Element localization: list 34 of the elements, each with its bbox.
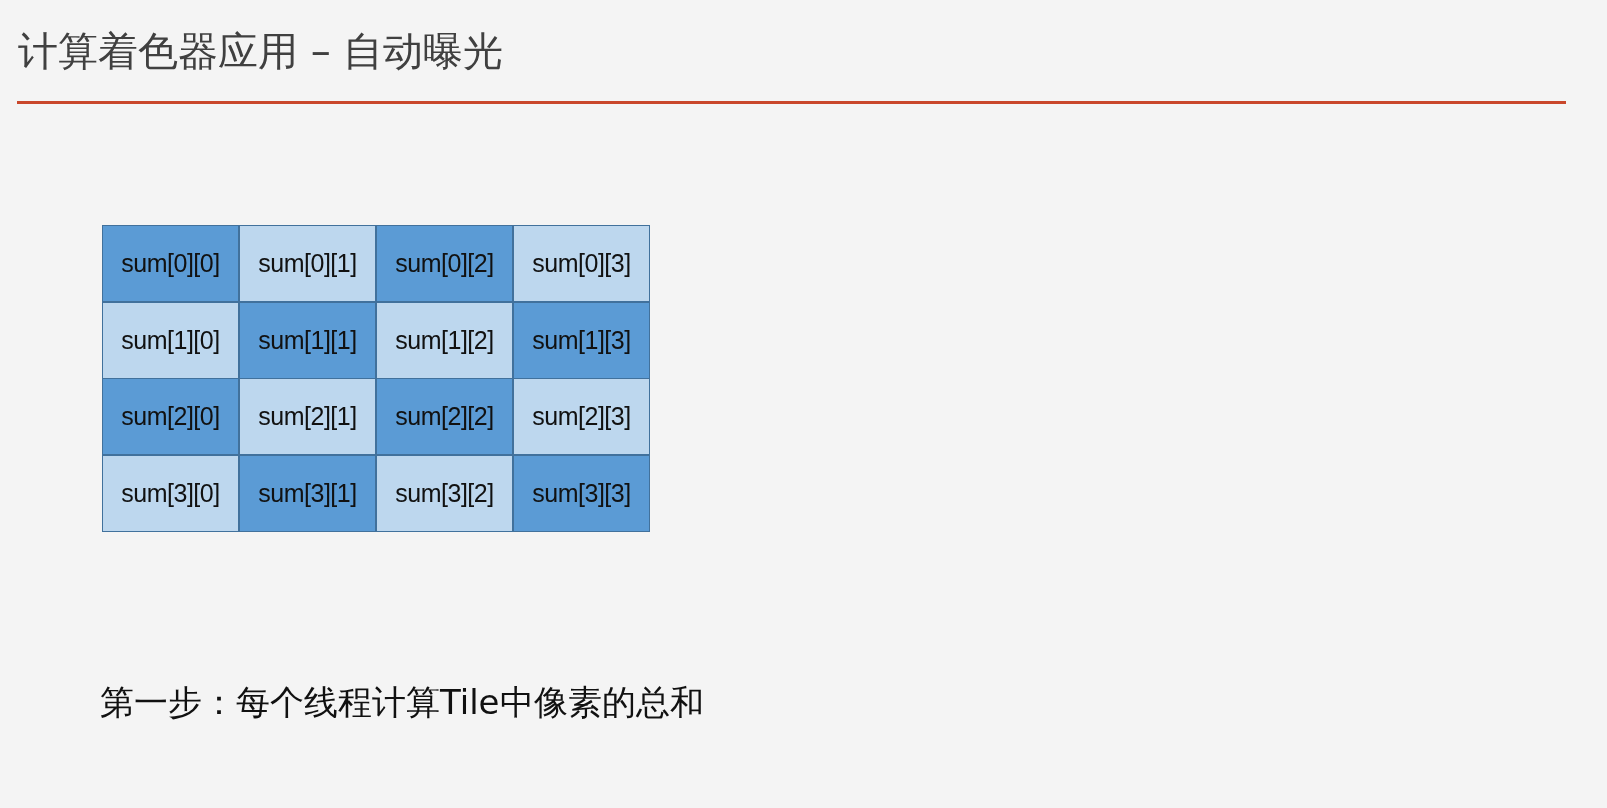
cell-label: sum[2][0] <box>121 402 220 431</box>
grid-cell <box>102 301 239 379</box>
cell-label: sum[0][3] <box>532 249 631 278</box>
grid-cell <box>102 454 239 532</box>
cell-label: sum[1][1] <box>258 325 357 355</box>
grid-cell <box>102 378 239 455</box>
grid-cell <box>376 225 513 302</box>
cell-label: sum[2][3] <box>532 402 631 431</box>
grid-cell <box>239 378 376 455</box>
cell-label: sum[0][1] <box>258 249 357 278</box>
grid-cell <box>513 454 650 532</box>
grid-cell <box>513 301 650 379</box>
cell-label: sum[1][3] <box>532 325 631 355</box>
grid-cell <box>239 301 376 379</box>
grid-cell <box>513 378 650 455</box>
grid-cell <box>376 378 513 455</box>
cell-label: sum[0][2] <box>395 249 494 278</box>
cell-label: sum[3][0] <box>121 478 220 508</box>
cell-label: sum[3][2] <box>395 478 494 508</box>
cell-label: sum[0][0] <box>121 249 220 278</box>
cell-label: sum[2][2] <box>395 402 494 431</box>
cell-label: sum[1][2] <box>395 325 494 355</box>
grid-cell <box>239 225 376 302</box>
grid-cell <box>102 225 239 302</box>
slide-title: 计算着色器应用 – 自动曝光 <box>18 27 504 76</box>
grid-cell <box>376 454 513 532</box>
caption-text: 第一步：每个线程计算Tile中像素的总和 <box>100 681 704 724</box>
cell-label: sum[3][1] <box>258 478 357 508</box>
grid-cell <box>239 454 376 532</box>
cell-label: sum[2][1] <box>258 402 357 431</box>
cell-label: sum[1][0] <box>121 325 220 355</box>
grid-cell <box>513 225 650 302</box>
grid-cell <box>376 301 513 379</box>
cell-label: sum[3][3] <box>532 478 631 508</box>
